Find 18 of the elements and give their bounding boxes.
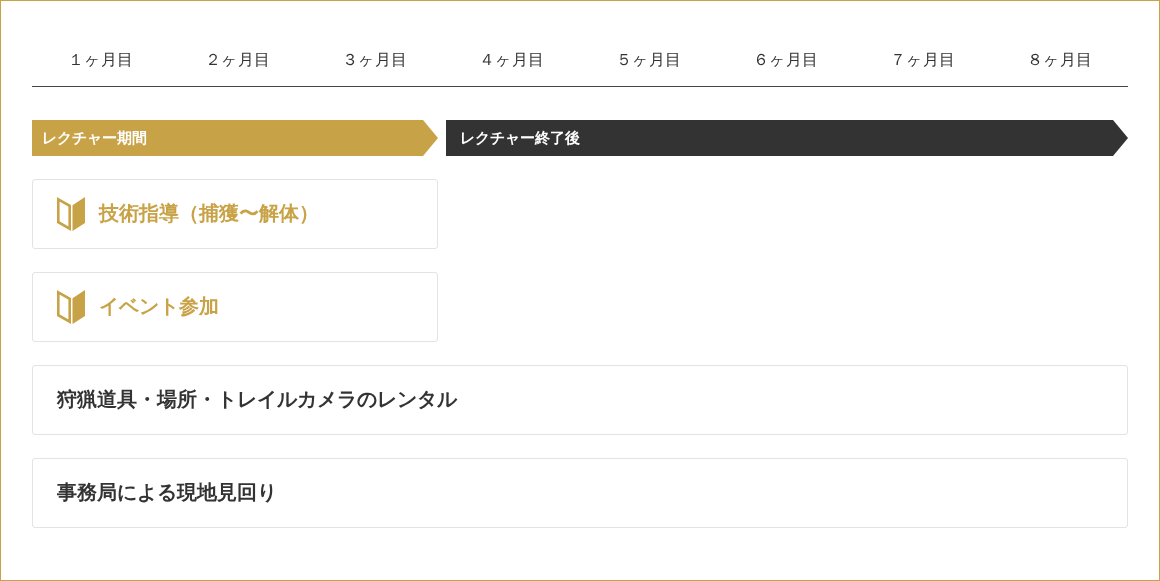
activity-text: 事務局による現地見回り: [57, 480, 277, 506]
month-label: １ヶ月目: [67, 49, 134, 71]
band-label: レクチャー期間: [42, 128, 147, 148]
band-label: レクチャー終了後: [460, 128, 580, 148]
month-label: ２ヶ月目: [204, 49, 271, 71]
month-label: ５ヶ月目: [615, 49, 682, 71]
activity-box: [32, 272, 438, 342]
activity-box: [32, 365, 1128, 435]
activity-text: 狩猟道具・場所・トレイルカメラのレンタル: [57, 387, 457, 413]
month-label: ４ヶ月目: [478, 49, 545, 71]
month-label: ７ヶ月目: [889, 49, 956, 71]
activity-text: イベント参加: [99, 294, 219, 320]
month-label: ８ヶ月目: [1026, 49, 1093, 71]
month-label: ６ヶ月目: [752, 49, 819, 71]
month-label: ３ヶ月目: [341, 49, 408, 71]
activity-box: [32, 458, 1128, 528]
activity-text: 技術指導（捕獲〜解体）: [99, 201, 319, 227]
activity-box: [32, 179, 438, 249]
